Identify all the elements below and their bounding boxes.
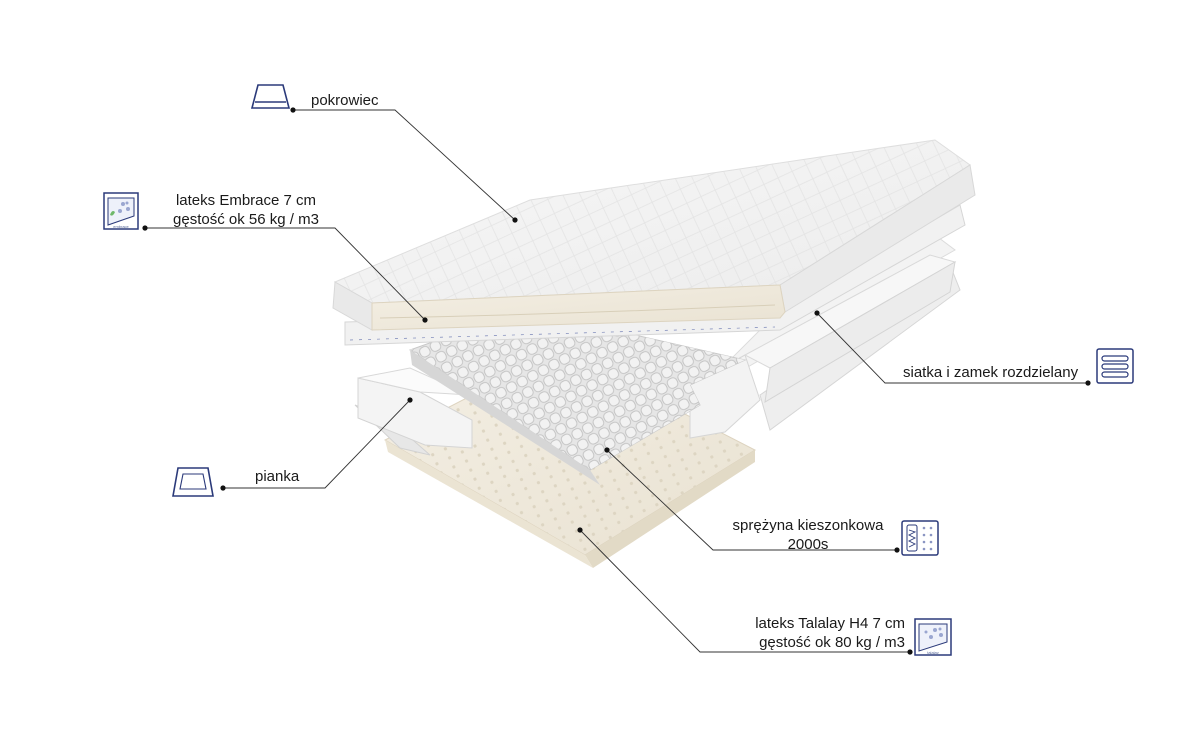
leader-dots [142, 107, 1091, 655]
leader-lines [145, 109, 1088, 653]
label-mesh: siatka i zamek rozdzielany [903, 363, 1078, 382]
embrace-icon-text: embrace [113, 224, 129, 229]
leader-foam [223, 399, 411, 489]
label-mesh-line-1: siatka i zamek rozdzielany [903, 364, 1079, 381]
cover-icon [250, 84, 291, 109]
leader-springs [606, 449, 897, 551]
foam-blocks [357, 254, 957, 449]
pocket-springs [408, 317, 747, 485]
label-springs: sprężyna kieszonkowa 2000s [722, 516, 894, 554]
label-latex-top: lateks Embrace 7 cm gęstość ok 56 kg / m… [155, 191, 337, 229]
label-foam: pianka [255, 467, 299, 486]
label-cover: pokrowiec [311, 91, 379, 110]
foam-tray-icon [172, 467, 214, 497]
talalay-icon-text: talalay [927, 650, 939, 655]
label-latex-top-line-1: lateks Embrace 7 cm [175, 192, 317, 209]
top-cover [332, 139, 976, 331]
label-springs-line-1: sprężyna kieszonkowa [732, 517, 884, 534]
label-cover-line-1: pokrowiec [311, 92, 379, 109]
zipper-mesh-icon [1096, 348, 1134, 384]
label-latex-bottom-line-1: lateks Talalay H4 7 cm [755, 615, 905, 632]
leader-cover [293, 109, 516, 221]
leader-mesh [816, 312, 1088, 384]
label-latex-bottom: lateks Talalay H4 7 cm gęstość ok 80 kg … [715, 614, 905, 652]
leader-latex-bottom [579, 529, 910, 653]
leader-latex-top [145, 227, 426, 321]
label-latex-bottom-line-2: gęstość ok 80 kg / m3 [759, 634, 905, 651]
pocket-spring-icon [901, 520, 939, 556]
embrace-latex-icon: embrace [103, 192, 139, 230]
talalay-latex-icon: talalay [914, 618, 952, 656]
label-foam-line-1: pianka [255, 468, 300, 485]
label-springs-line-2: 2000s [787, 536, 829, 553]
label-latex-top-line-2: gęstość ok 56 kg / m3 [173, 211, 319, 228]
